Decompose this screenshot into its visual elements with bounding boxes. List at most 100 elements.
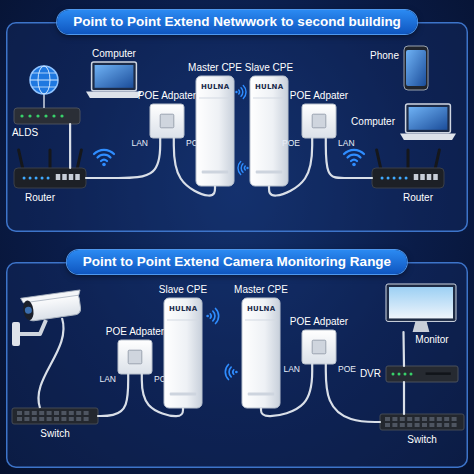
switch-port bbox=[437, 423, 442, 427]
panel-title: Point to Point Extend Netwwork to second… bbox=[57, 10, 417, 34]
router-antenna bbox=[19, 150, 23, 168]
status-light bbox=[392, 373, 395, 376]
phone-device: Phone bbox=[404, 46, 428, 90]
status-light bbox=[405, 177, 408, 180]
switch-port bbox=[61, 417, 66, 421]
globe-icon bbox=[30, 66, 58, 108]
switch-port bbox=[24, 411, 29, 415]
device-label: POE Adpater bbox=[138, 90, 196, 102]
adapter-illustration bbox=[150, 104, 184, 138]
camera-glass bbox=[24, 306, 32, 314]
adapter-body bbox=[302, 330, 336, 364]
cpe-body bbox=[164, 298, 202, 408]
camera-illustration bbox=[12, 290, 83, 408]
switch-port bbox=[400, 423, 405, 427]
switch-port bbox=[400, 417, 405, 421]
lan-port bbox=[69, 174, 74, 180]
device-label: POE Adpater bbox=[290, 316, 348, 328]
router-illustration bbox=[372, 168, 444, 188]
adapter-body bbox=[118, 340, 152, 374]
cpe-base bbox=[202, 171, 229, 174]
globe-meridian bbox=[38, 66, 50, 94]
status-light bbox=[20, 114, 23, 117]
wifi-symbol bbox=[344, 150, 364, 167]
switch-port bbox=[61, 411, 66, 415]
adapter-socket bbox=[160, 114, 174, 128]
switch-port bbox=[429, 417, 434, 421]
switch-port bbox=[47, 411, 52, 415]
switch-body bbox=[380, 414, 464, 430]
device-label: Master CPE bbox=[234, 284, 288, 296]
brand-logo: HULNA bbox=[247, 305, 275, 313]
monitor-screen bbox=[389, 287, 453, 318]
switch-port bbox=[437, 417, 442, 421]
modem-illustration bbox=[14, 108, 80, 124]
adapter-illustration bbox=[118, 340, 152, 374]
cpe-base bbox=[248, 393, 275, 396]
switch-device: Switch bbox=[380, 414, 464, 430]
cpe-device: Master CPEHULNA bbox=[242, 298, 280, 408]
router-illustration bbox=[14, 168, 86, 188]
status-light bbox=[410, 373, 413, 376]
wifi-symbol bbox=[235, 86, 246, 99]
port-label: POE bbox=[338, 364, 356, 374]
adapter-body bbox=[150, 104, 184, 138]
phone-screen bbox=[406, 50, 426, 86]
laptop-device: Computer bbox=[86, 62, 142, 98]
status-light bbox=[399, 177, 402, 180]
status-light bbox=[28, 114, 31, 117]
lan-port bbox=[75, 174, 80, 180]
screen-image bbox=[95, 65, 134, 88]
camera-cable bbox=[38, 318, 63, 408]
internet-wire bbox=[43, 94, 45, 108]
adapter-illustration bbox=[302, 330, 336, 364]
globe-latitude bbox=[32, 87, 56, 88]
adapter-socket bbox=[128, 350, 142, 364]
dvr-body bbox=[386, 366, 458, 382]
laptop-screen bbox=[406, 104, 451, 133]
cpe-groove bbox=[253, 98, 285, 99]
monitor-illustration bbox=[386, 284, 456, 332]
switch-port bbox=[17, 411, 22, 415]
wifi-icons bbox=[94, 86, 364, 380]
switch-port bbox=[422, 417, 427, 421]
status-light bbox=[29, 177, 32, 180]
switch-port bbox=[54, 411, 59, 415]
router-antenna bbox=[435, 150, 439, 168]
network-cable bbox=[326, 364, 380, 422]
cpe-device: Master CPEHULNA bbox=[196, 76, 234, 186]
switch-port bbox=[452, 417, 457, 421]
switch-port bbox=[54, 417, 59, 421]
camera-body bbox=[25, 292, 82, 321]
cpe-device: Slave CPEHULNA bbox=[164, 298, 202, 408]
device-label: Monitor bbox=[415, 334, 448, 346]
switch-port bbox=[452, 423, 457, 427]
switch-port bbox=[392, 423, 397, 427]
router-body bbox=[372, 168, 444, 188]
monitor-frame bbox=[386, 284, 456, 321]
network-cable bbox=[98, 374, 128, 416]
adapter-socket bbox=[312, 114, 326, 128]
device-label: POE Adpater bbox=[106, 326, 164, 338]
camera-hood bbox=[21, 290, 81, 303]
status-light bbox=[44, 114, 47, 117]
status-light bbox=[398, 373, 401, 376]
switch-port bbox=[415, 423, 420, 427]
phone-illustration bbox=[404, 46, 428, 90]
wifi-symbol bbox=[225, 365, 237, 380]
device-label: Slave CPE bbox=[245, 62, 293, 74]
switch-port bbox=[47, 417, 52, 421]
device-label: Slave CPE bbox=[159, 284, 207, 296]
switch-illustration bbox=[380, 414, 464, 430]
device-label: Router bbox=[403, 192, 433, 204]
status-light bbox=[404, 373, 407, 376]
cpe-groove bbox=[167, 320, 199, 321]
lan-port bbox=[62, 174, 66, 180]
lan-port bbox=[427, 174, 432, 180]
network-cable bbox=[86, 138, 160, 178]
cpe-groove bbox=[199, 98, 231, 99]
router-device: Router bbox=[14, 168, 86, 188]
laptop-base bbox=[400, 134, 456, 140]
switch-port bbox=[84, 417, 89, 421]
